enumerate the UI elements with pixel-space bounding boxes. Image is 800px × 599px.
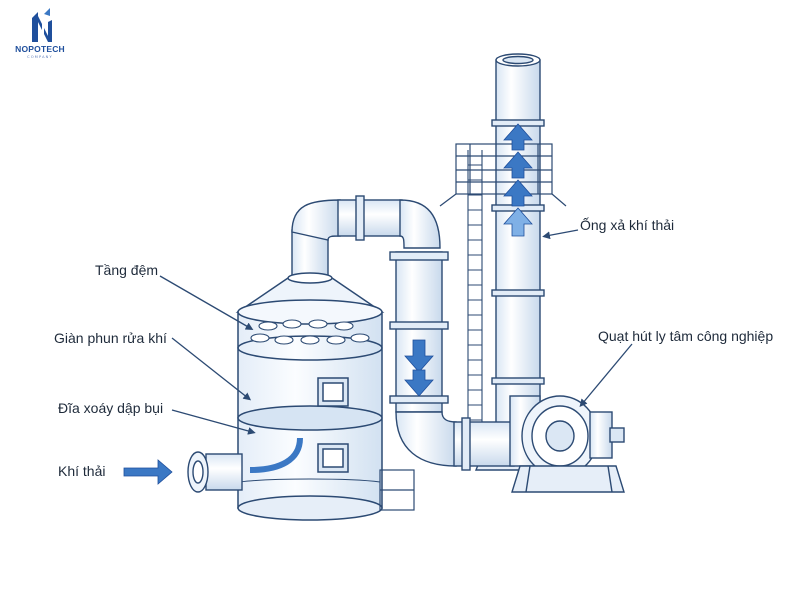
inlet-duct [188,452,242,492]
inlet-arrow-icon [124,460,172,484]
scrubber-tower [238,273,382,520]
label-centrifugal-fan: Quạt hút ly tâm công nghiệp [598,328,773,344]
tower-stand [380,470,414,510]
label-exhaust-stack: Ống xả khí thải [580,217,674,233]
label-exhaust-gas: Khí thải [58,463,105,479]
label-packing-layer: Tầng đệm [95,262,158,278]
centrifugal-fan [510,396,624,492]
label-swirl-disc: Đĩa xoáy dập bụi [58,400,163,416]
label-spray-rack: Giàn phun rửa khí [54,330,167,346]
